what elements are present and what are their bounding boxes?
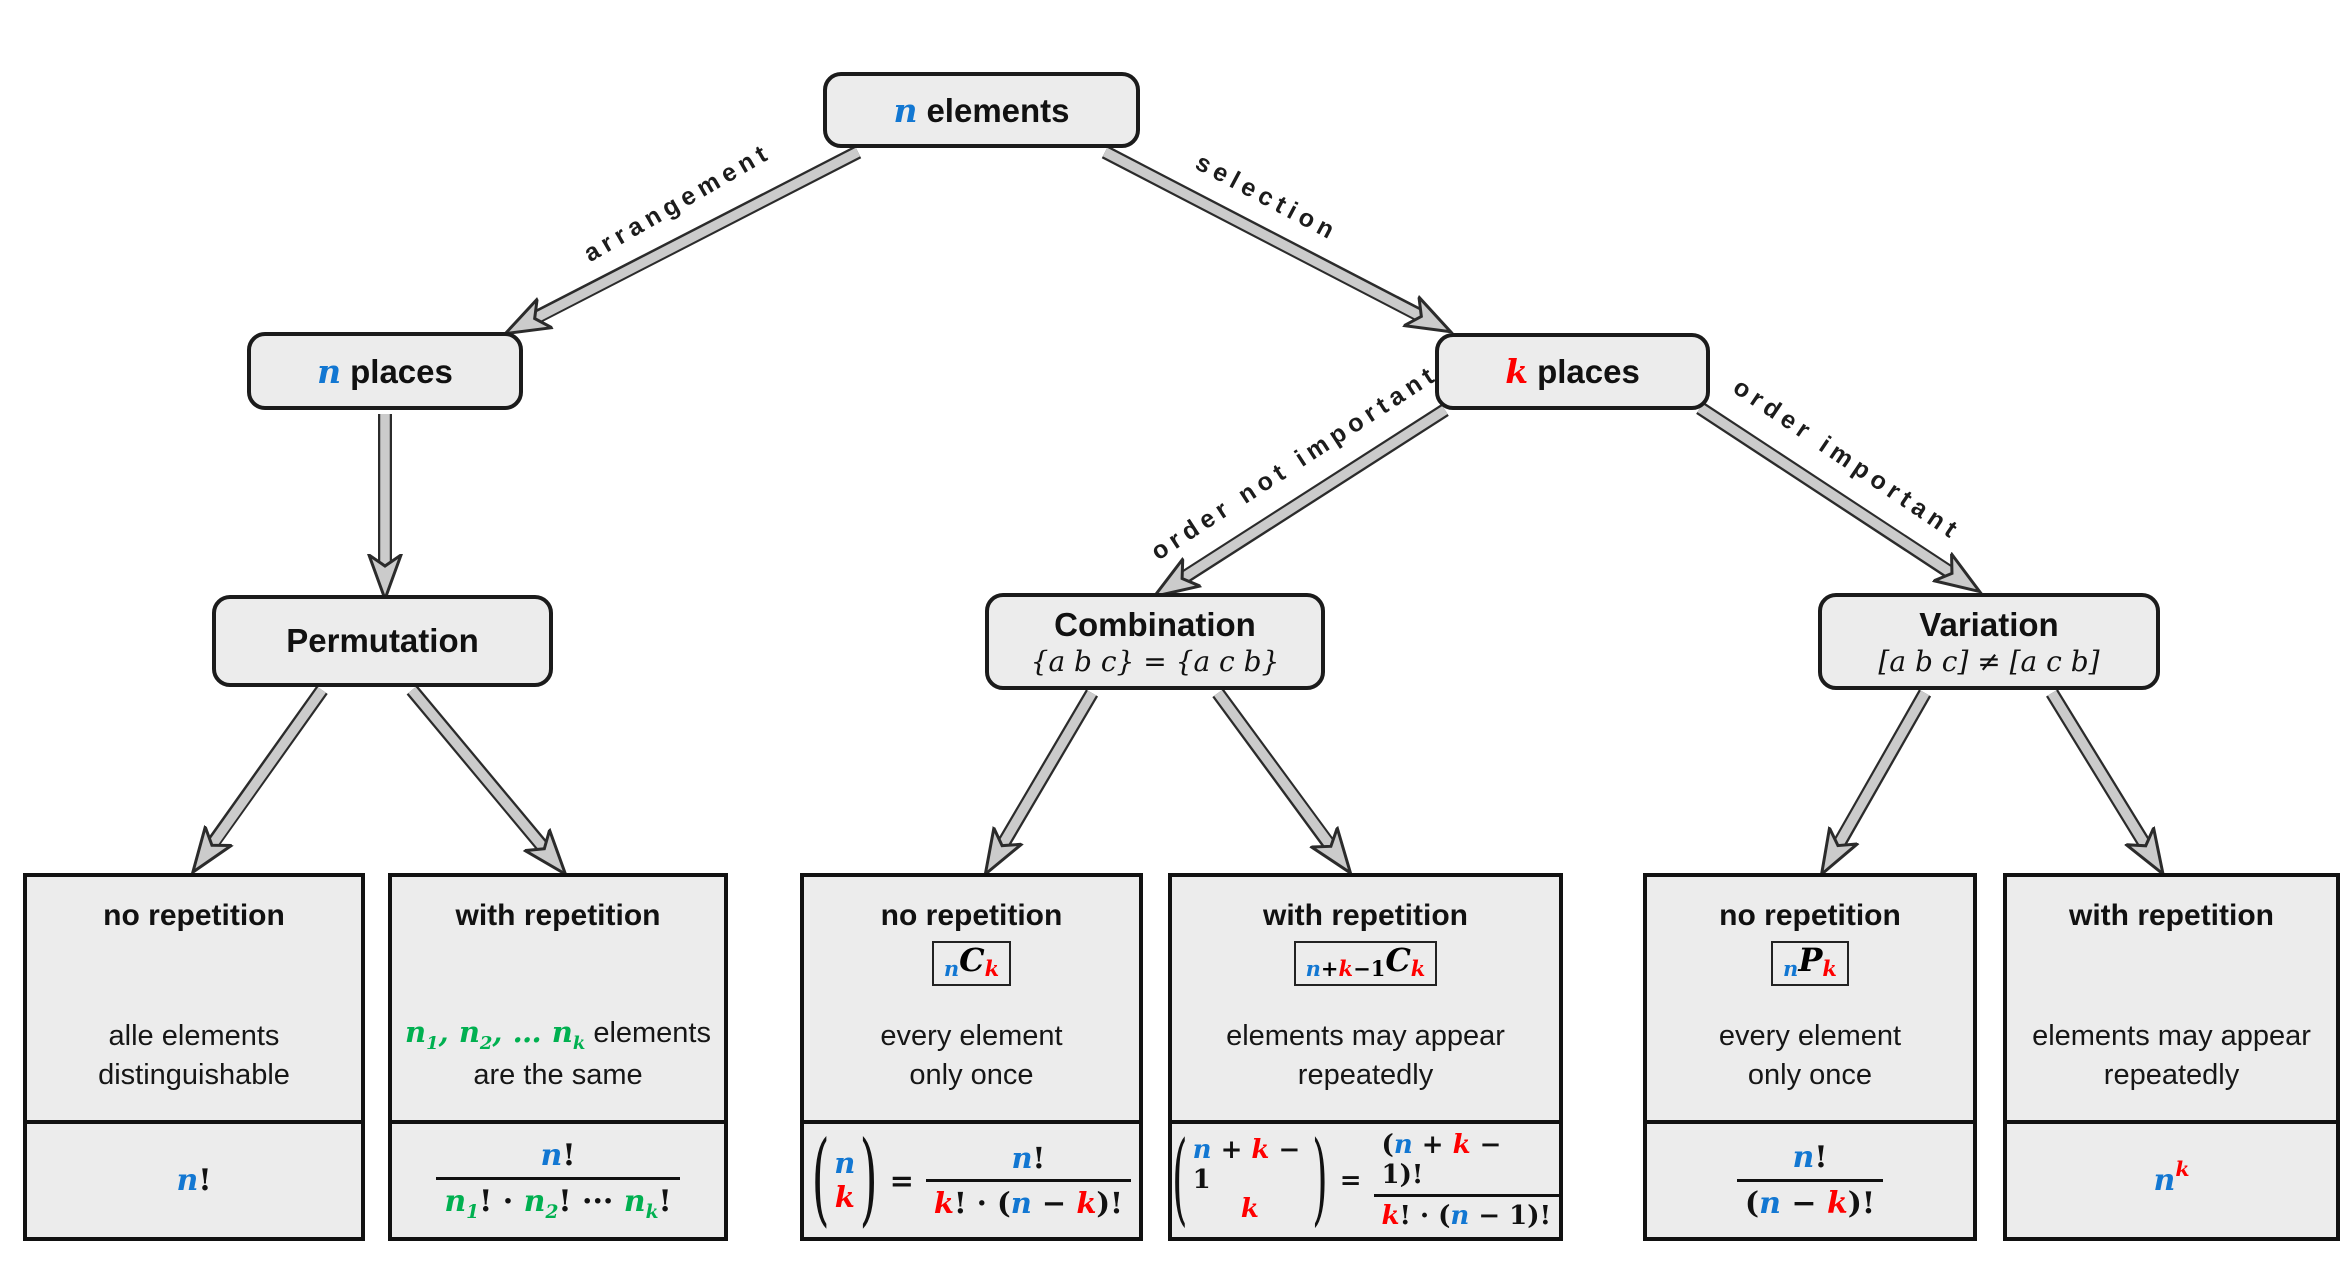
leaf-title: with repetition [2069,899,2274,932]
arrow-variation-to-no-rep [1832,689,1932,856]
leaf-perm-with-rep: with repetition n1, n2, … nk elements ar… [388,873,728,1241]
node-combination-title: Combination [1054,605,1256,643]
node-variation-note: [a b c] ≠ [a c b] [1878,644,2100,678]
node-permutation-title: Permutation [286,622,479,659]
arrow-root-to-n-places [524,145,862,324]
node-variation: Variation [a b c] ≠ [a c b] [1818,593,2160,690]
leaf-desc: alle elements distinguishable [98,1020,290,1091]
leaf-desc: every element only once [880,1020,1063,1091]
leaf-desc: elements may appear repeatedly [1226,1020,1505,1091]
node-combination-note: {a b c} = {a c b} [1030,644,1280,678]
arrow-variation-to-with-rep [2046,689,2152,856]
leaf-var-with-rep: with repetition elements may appear repe… [2003,873,2340,1241]
leaf-title: with repetition [1263,899,1468,932]
arrow-k-places-to-combination [1172,404,1449,585]
node-variation-title: Variation [1919,605,2059,643]
node-permutation: Permutation [212,595,553,687]
paren-open: ( [811,1120,830,1238]
leaf-desc: n1, n2, … nk elements are the same [405,1015,711,1091]
leaf-desc: every element only once [1718,1020,1902,1091]
formula-multiset-permutation: n! n1! · n2! ··· nk! [392,1120,724,1237]
paren-close: ) [859,1120,878,1238]
arrow-permutation-to-no-rep [205,685,328,855]
paren-open: ( [1172,1122,1188,1238]
leaf-title: no repetition [1719,899,1901,932]
leaf-title: no repetition [880,899,1063,932]
paren-close: ) [1312,1122,1328,1238]
leaf-desc: elements may appear repeatedly [2032,1020,2311,1091]
arrow-combination-to-with-rep [1212,688,1338,856]
leaf-perm-no-rep: no repetition alle elements distinguisha… [23,873,365,1241]
formula-k-permutation: n! (n − k)! [1647,1120,1973,1237]
formula-multiset-binomial: ( n + k − 1 k ) = (n + k − 1)! k! · (n −… [1172,1120,1559,1237]
arrow-root-to-k-places [1101,145,1432,322]
node-combination: Combination {a b c} = {a c b} [985,593,1325,690]
leaf-title: with repetition [455,899,661,932]
arrow-permutation-to-with-rep [406,685,552,858]
arrow-combination-to-no-rep [996,689,1099,856]
formula-binomial: ( n k ) = n! k! · (n − k)! [804,1120,1139,1237]
leaf-title: no repetition [103,899,285,932]
arrow-k-places-to-variation [1696,402,1962,580]
formula-n-factorial: n! [27,1120,361,1237]
